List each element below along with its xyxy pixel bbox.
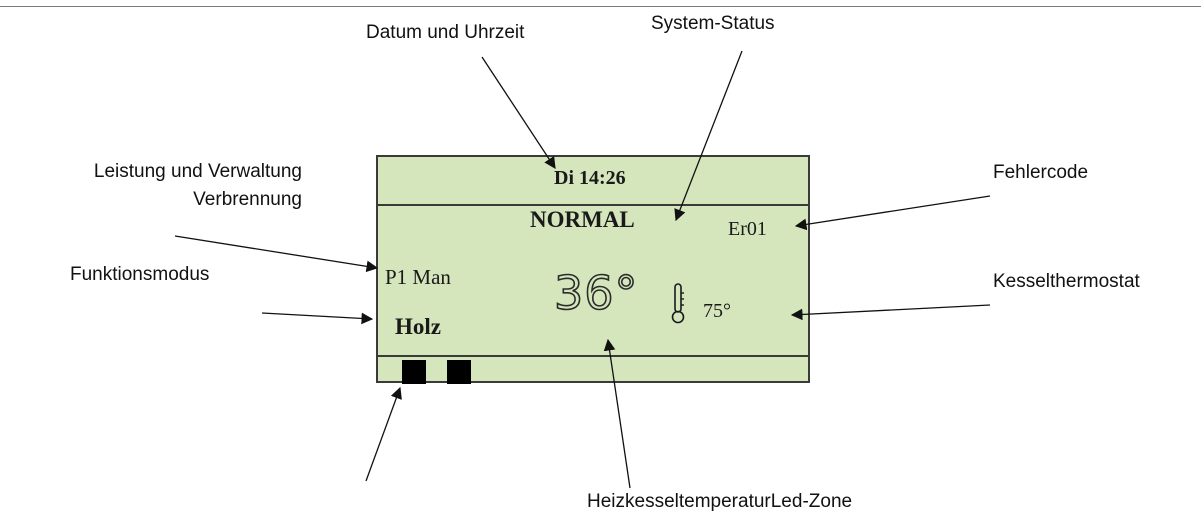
label-function-mode: Funktionsmodus [70, 264, 210, 285]
arrow-datetime [481, 56, 556, 169]
label-power-line2: Verbrennung [193, 189, 302, 210]
label-boiler-thermostat: Kesselthermostat [993, 271, 1140, 292]
lcd-fuel: Holz [395, 314, 441, 339]
lcd-error-code: Er01 [728, 218, 767, 240]
label-error-code: Fehlercode [993, 162, 1089, 183]
label-datetime: Datum und Uhrzeit [366, 22, 525, 43]
lcd-thermostat-value: 75° [703, 300, 731, 322]
arrow-power [174, 235, 379, 273]
lcd-display: Di 14:26 NORMAL Er01 P1 Man Holz 36° 75° [376, 155, 810, 384]
led-zone-2 [447, 360, 471, 384]
arrow-system-status [674, 50, 743, 222]
label-power-line1: Leistung und Verwaltung [93, 161, 302, 182]
arrow-boiler-temperature [603, 338, 631, 489]
lcd-datetime: Di 14:26 [554, 167, 626, 189]
top-divider-line [0, 6, 1201, 7]
lcd-header-divider [378, 204, 808, 206]
lcd-footer-divider [378, 355, 808, 357]
arrow-led-zone [365, 386, 402, 482]
lcd-function-mode: P1 Man [385, 265, 451, 289]
label-bottom: HeizkesseltemperaturLed-Zone [587, 491, 853, 512]
led-zone-1 [402, 360, 426, 384]
label-system-status: System-Status [651, 13, 775, 34]
lcd-status: NORMAL [530, 207, 635, 232]
arrow-error-code [794, 195, 991, 231]
arrow-function-mode [261, 312, 374, 325]
thermometer-icon [671, 283, 685, 324]
lcd-boiler-temperature: 36° [553, 266, 639, 320]
arrow-boiler-thermostat [790, 304, 991, 321]
